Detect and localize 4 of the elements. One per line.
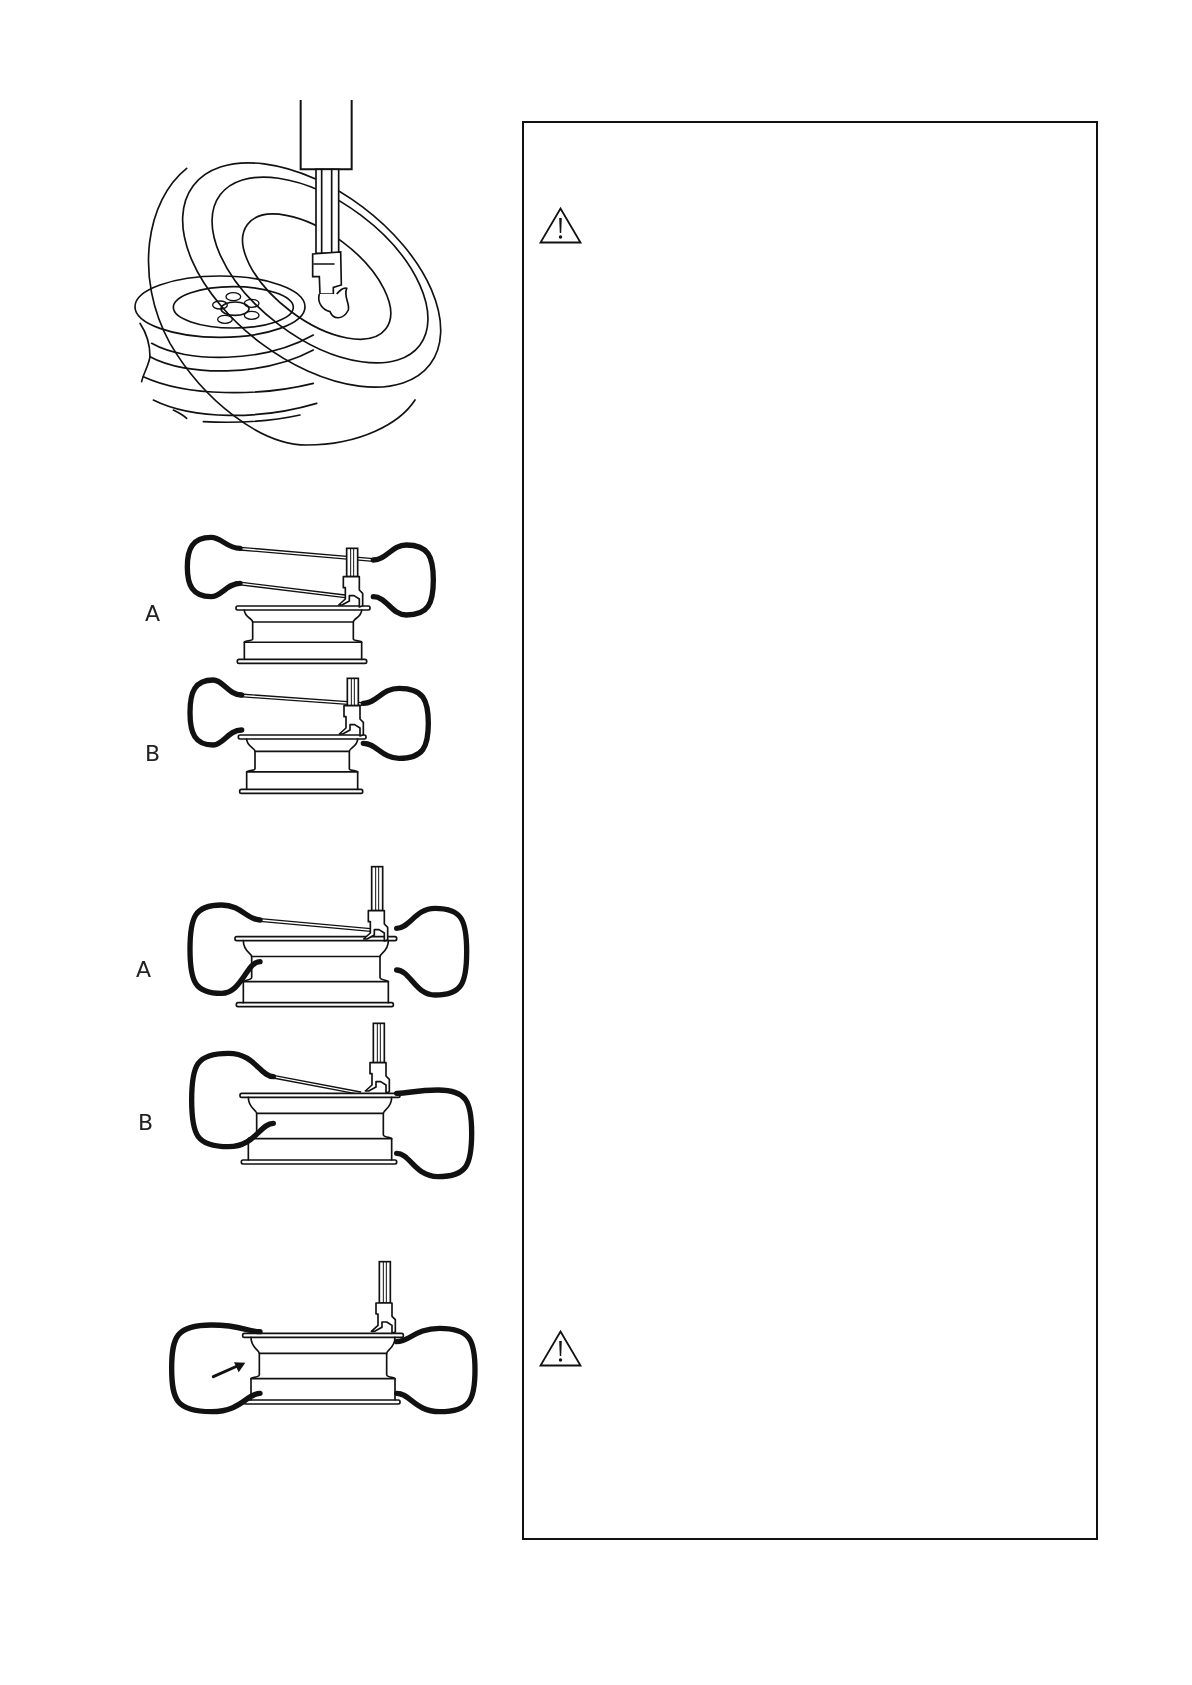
figure-label: B (145, 743, 161, 765)
figure-label: B (138, 1112, 154, 1134)
figure-label: A (145, 603, 161, 625)
figure-label: A (136, 959, 152, 981)
